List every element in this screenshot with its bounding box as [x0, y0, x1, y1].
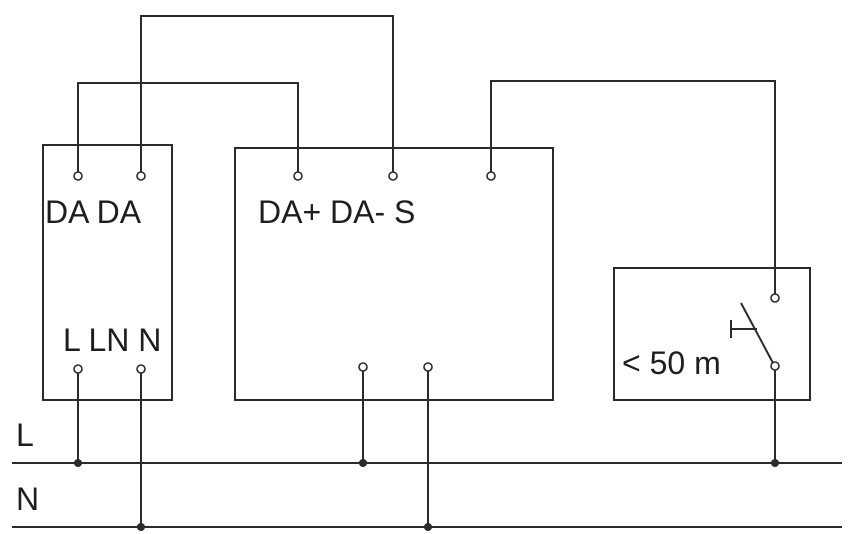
terminal-pushbutton-top — [770, 293, 780, 303]
pushbutton-box — [613, 267, 811, 401]
rail-n-label: N — [16, 481, 39, 517]
terminal-center-da-plus — [293, 171, 303, 181]
pushbutton-distance-label: < 50 m — [622, 345, 721, 381]
junction-pushbutton-l — [771, 459, 779, 467]
terminal-center-da-minus — [388, 171, 398, 181]
terminal-left-l — [73, 364, 83, 374]
terminal-center-n — [423, 362, 433, 372]
junction-center-n — [424, 523, 432, 531]
terminal-center-l — [358, 362, 368, 372]
junction-left-n — [137, 523, 145, 531]
left-module-box — [42, 144, 173, 401]
center-module-top-labels: DA+ DA- S — [258, 194, 415, 230]
left-module-top-labels: DA DA — [45, 194, 142, 230]
terminal-left-da1 — [73, 171, 83, 181]
wire-da1-to-da-plus — [77, 82, 299, 176]
wire-da2-to-da-minus — [140, 15, 394, 176]
switch-contact-icon — [740, 302, 774, 364]
junction-left-l — [74, 459, 82, 467]
terminal-left-n — [136, 364, 146, 374]
junction-center-l — [359, 459, 367, 467]
left-module-bottom-labels: L LN N — [63, 322, 161, 358]
terminal-pushbutton-bottom — [770, 361, 780, 371]
rail-l-label: L — [16, 417, 34, 453]
terminal-left-da2 — [136, 171, 146, 181]
wire-s-to-pushbutton — [490, 80, 776, 298]
terminal-center-s — [486, 171, 496, 181]
center-module-box — [234, 147, 554, 401]
